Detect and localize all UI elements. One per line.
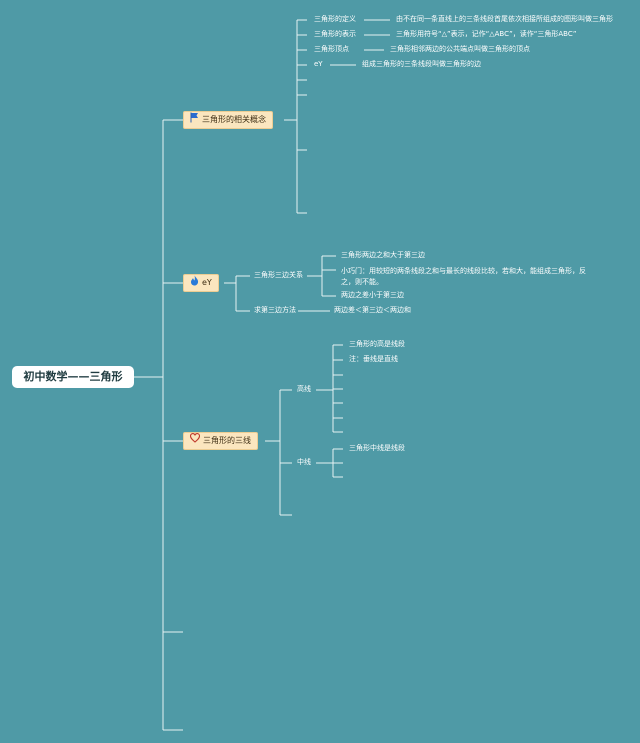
concept-desc[interactable]: 组成三角形的三条线段叫做三角形的边 (362, 60, 481, 68)
category-label: eY (202, 278, 212, 287)
altitude-label[interactable]: 高线 (297, 385, 311, 393)
concept-desc[interactable]: 由不在同一条直线上的三条线段首尾依次相接所组成的图形叫做三角形 (396, 15, 613, 23)
relation-item[interactable]: 三角形两边之和大于第三边 (341, 251, 425, 259)
altitude-item[interactable]: 注：垂线是直线 (349, 355, 398, 363)
category-three-lines[interactable]: 三角形的三线 (183, 432, 258, 450)
category-label: 三角形的相关概念 (202, 115, 266, 124)
concept-label[interactable]: 三角形的定义 (314, 15, 356, 23)
fire-icon (190, 275, 199, 292)
heart-icon (189, 433, 201, 449)
concept-label[interactable]: 三角形顶点 (314, 45, 349, 53)
median-item[interactable]: 三角形中线是线段 (349, 444, 405, 452)
category-concepts[interactable]: 三角形的相关概念 (183, 111, 273, 129)
concept-label[interactable]: eY (314, 60, 323, 68)
concept-desc[interactable]: 三角形用符号“△”表示，记作“△ABC”，读作“三角形ABC” (396, 30, 577, 38)
method-label[interactable]: 求第三边方法 (254, 306, 296, 314)
root-node[interactable]: 初中数学——三角形 (12, 366, 134, 388)
relation-item[interactable]: 两边之差小于第三边 (341, 291, 404, 299)
method-desc[interactable]: 两边差＜第三边＜两边和 (334, 306, 411, 314)
category-sides[interactable]: eY (183, 274, 219, 292)
category-label: 三角形的三线 (203, 436, 251, 445)
altitude-item[interactable]: 三角形的高是线段 (349, 340, 405, 348)
relation-label[interactable]: 三角形三边关系 (254, 271, 303, 279)
relation-item[interactable]: 小巧门：用较短的两条线段之和与最长的线段比较，若和大，能组成三角形，反之，则不能… (341, 267, 586, 286)
median-label[interactable]: 中线 (297, 458, 311, 466)
concept-label[interactable]: 三角形的表示 (314, 30, 356, 38)
concept-desc[interactable]: 三角形相邻两边的公共端点叫做三角形的顶点 (390, 45, 530, 53)
flag-icon (190, 112, 199, 129)
